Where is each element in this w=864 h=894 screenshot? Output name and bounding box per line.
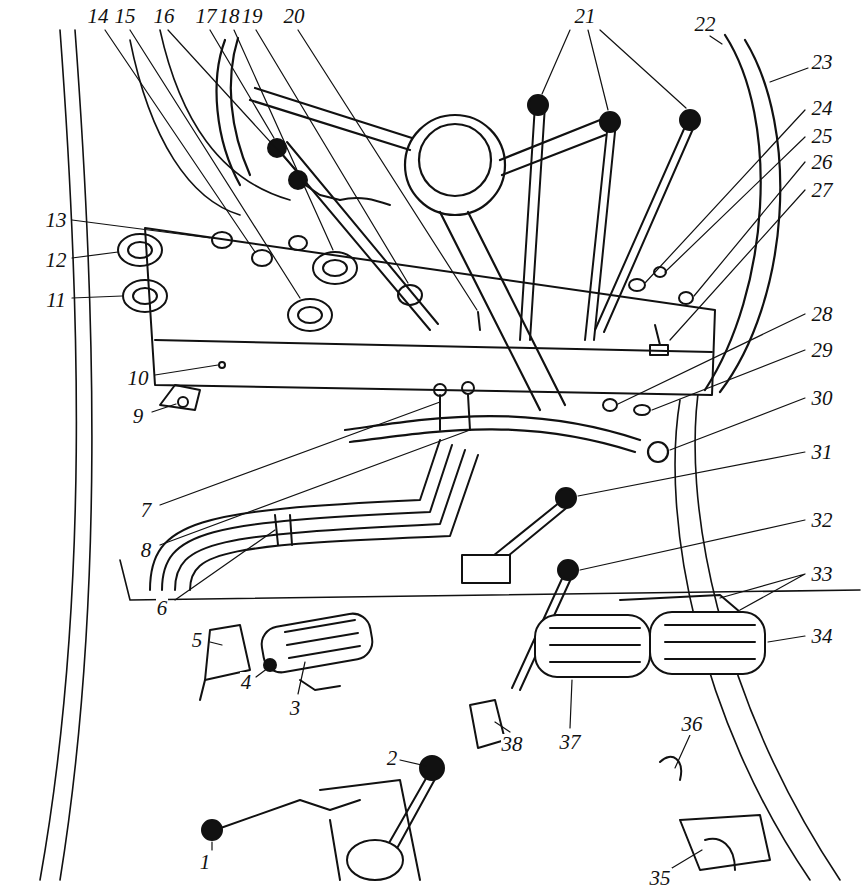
callout-number: 23 <box>811 52 834 73</box>
callout-number: 11 <box>45 290 66 311</box>
callout-number: 5 <box>191 630 204 651</box>
callout-number: 1 <box>199 852 212 873</box>
callout-number: 38 <box>501 734 524 755</box>
callout-number: 27 <box>811 180 834 201</box>
callout-number: 24 <box>811 98 834 119</box>
callout-number: 4 <box>240 672 253 693</box>
callout-number: 32 <box>811 510 834 531</box>
callout-number: 2 <box>386 748 399 769</box>
cab-outline <box>40 30 860 880</box>
callout-number: 31 <box>811 442 834 463</box>
callout-number: 19 <box>241 6 264 27</box>
callout-number: 15 <box>114 6 137 27</box>
callout-number: 33 <box>811 564 834 585</box>
callout-number: 37 <box>559 732 582 753</box>
callout-number: 26 <box>811 152 834 173</box>
leader-lines <box>72 30 808 868</box>
callout-number: 17 <box>195 6 218 27</box>
callout-number: 14 <box>87 6 110 27</box>
steering-wheel <box>217 35 781 462</box>
pedals <box>200 595 770 870</box>
callout-number: 8 <box>140 540 153 561</box>
callout-number: 6 <box>156 598 169 619</box>
pipes <box>150 382 478 590</box>
callout-number: 35 <box>649 868 672 889</box>
callout-number: 12 <box>45 250 68 271</box>
callout-number: 10 <box>127 368 150 389</box>
instrument-panel <box>145 228 715 410</box>
callout-number: 7 <box>140 500 153 521</box>
callout-number: 13 <box>45 210 68 231</box>
callout-number: 20 <box>283 6 306 27</box>
levers <box>202 95 700 880</box>
callout-number: 28 <box>811 304 834 325</box>
callout-number: 16 <box>153 6 176 27</box>
callout-number: 22 <box>694 14 717 35</box>
callout-number: 34 <box>811 626 834 647</box>
callout-number: 21 <box>574 6 597 27</box>
callout-number: 29 <box>811 340 834 361</box>
callout-number: 18 <box>218 6 241 27</box>
callout-number: 3 <box>289 698 302 719</box>
callout-number: 25 <box>811 126 834 147</box>
callout-number: 36 <box>681 714 704 735</box>
callout-number: 30 <box>811 388 834 409</box>
callout-number: 9 <box>132 406 145 427</box>
